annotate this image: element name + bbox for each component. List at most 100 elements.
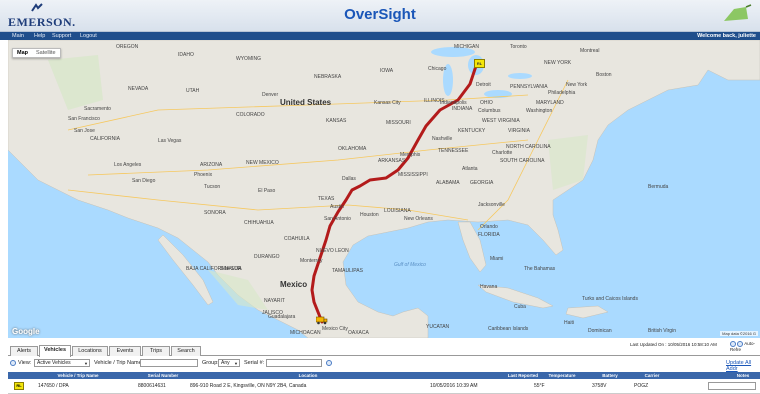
map-label-toronto: Toronto xyxy=(510,44,527,50)
tab-locations[interactable]: Locations xyxy=(72,346,108,356)
map-label-utah: UTAH xyxy=(186,88,200,94)
map-label-washington: Washington xyxy=(526,108,553,114)
map-label-coahuila: COAHUILA xyxy=(284,236,310,242)
map-label-nuevo-leon: NUEVO LEON xyxy=(316,248,349,254)
view-label: View: xyxy=(18,360,32,366)
tab-vehicles[interactable]: Vehicles xyxy=(39,345,71,357)
menu-item-main[interactable]: Main xyxy=(12,33,24,39)
column-header-notes[interactable]: Notes xyxy=(736,373,750,378)
cell-battery: 3758V xyxy=(592,383,607,389)
menu-item-support[interactable]: Support xyxy=(52,33,72,39)
map-label-idaho: IDAHO xyxy=(178,52,194,58)
map-label-san-jose: San Jose xyxy=(74,128,95,134)
map-label-austin: Austin xyxy=(330,204,344,210)
map-label-montreal: Montreal xyxy=(580,48,600,54)
group-select[interactable]: Any ▼ xyxy=(218,359,240,367)
map-label-california: CALIFORNIA xyxy=(90,136,121,142)
map-label-chihuahua: CHIHUAHUA xyxy=(244,220,274,226)
map-label-charlotte: Charlotte xyxy=(492,150,513,156)
green-region-2 xyxy=(548,135,588,190)
serial-input[interactable] xyxy=(266,359,322,367)
vehicle-marker[interactable]: RL xyxy=(474,59,485,68)
notes-input[interactable] xyxy=(708,382,756,390)
map-label-michoacan: MICHOACAN xyxy=(290,330,321,336)
column-header-serial[interactable]: Serial Number xyxy=(147,373,179,378)
map-label-indiana: INDIANA xyxy=(452,106,473,112)
column-header-last-reported[interactable]: Last Reported xyxy=(507,373,538,378)
map-data-attribution: Map data ©2016 G xyxy=(720,331,758,336)
map-label-north-carolina: NORTH CAROLINA xyxy=(506,144,551,150)
map-label-texas: TEXAS xyxy=(318,196,335,202)
map-label-dallas: Dallas xyxy=(342,176,356,182)
map-label-mississippi: MISSISSIPPI xyxy=(398,172,428,178)
map-label-yucatan: YUCATAN xyxy=(426,324,450,330)
map-label-oklahoma: OKLAHOMA xyxy=(338,146,367,152)
emerson-logo-icon xyxy=(31,3,43,12)
map-label-kansas-city: Kansas City xyxy=(374,100,401,106)
cell-last-reported: 10/05/2016 10:39 AM xyxy=(430,383,478,389)
map-label-denver: Denver xyxy=(262,92,279,98)
auto-refresh-toggle[interactable]: Auto-Refre xyxy=(730,341,760,352)
map-label-boston: Boston xyxy=(596,72,612,78)
map-label-orlando: Orlando xyxy=(480,224,498,230)
map-label-dominican: Dominican xyxy=(588,328,612,334)
map-label-alabama: ALABAMA xyxy=(436,180,460,186)
table-row[interactable]: RL 147650 / DPA 8800614631 896-910 Road … xyxy=(8,380,760,394)
green-region-3 xyxy=(208,270,268,310)
map-label-san-francisco: San Francisco xyxy=(68,116,100,122)
view-icon xyxy=(10,360,16,366)
column-header-battery[interactable]: Battery xyxy=(602,373,618,378)
road-i95 xyxy=(477,79,569,231)
map-label-virginia: VIRGINIA xyxy=(508,128,530,134)
map-label-columbus: Columbus xyxy=(478,108,501,114)
map-label-caribbean: Caribbean Islands xyxy=(488,326,529,332)
view-select[interactable]: Active Vehicles ▼ xyxy=(34,359,90,367)
map-label-miami: Miami xyxy=(490,256,504,262)
page-title: OverSight xyxy=(344,6,416,23)
map-label-louisiana: LOUISIANA xyxy=(384,208,411,214)
map-label-illinois: ILLINOIS xyxy=(424,98,445,104)
landmass-north-america xyxy=(8,40,760,338)
search-go-icon[interactable] xyxy=(326,360,332,366)
map-label-the-bahamas: The Bahamas xyxy=(524,266,556,272)
last-updated-text: Last Updated On : 10/05/2016 10:58:10 AM xyxy=(630,342,717,347)
map-label-oregon: OREGON xyxy=(116,44,139,50)
map-label-memphis: Memphis xyxy=(400,152,421,158)
lake-erie xyxy=(484,90,512,98)
map-label-detroit: Detroit xyxy=(476,82,491,88)
cell-vehicle[interactable]: 147650 / DPA xyxy=(38,383,69,389)
road-i40 xyxy=(87,139,529,176)
column-header-vehicle[interactable]: Vehicle / Trip Name xyxy=(57,373,99,378)
menu-item-logout[interactable]: Logout xyxy=(80,33,97,39)
map-label-jacksonville: Jacksonville xyxy=(478,202,505,208)
vehicle-trip-input[interactable] xyxy=(140,359,198,367)
map-canvas[interactable] xyxy=(8,40,760,338)
lake-superior xyxy=(431,47,475,57)
cargo-logo-icon xyxy=(724,4,752,21)
map-view[interactable]: Map Satellite United States Mexico OREGO… xyxy=(8,40,760,338)
map-label-missouri: MISSOURI xyxy=(386,120,411,126)
menu-item-help[interactable]: Help xyxy=(34,33,46,39)
map-type-satellite-button[interactable]: Satellite xyxy=(36,50,56,56)
tab-search[interactable]: Search xyxy=(171,346,201,356)
tab-trips[interactable]: Trips xyxy=(142,346,170,356)
map-label-havana: Havana xyxy=(480,284,498,290)
map-label-tamaulipas: TAMAULIPAS xyxy=(332,268,363,274)
map-label-sonora: SONORA xyxy=(204,210,226,216)
truck-icon[interactable] xyxy=(316,316,328,325)
tab-alerts[interactable]: Alerts xyxy=(10,346,38,356)
update-all-addresses-link[interactable]: Update All Addr xyxy=(726,360,752,372)
column-header-carrier[interactable]: Carrier xyxy=(644,373,660,378)
map-type-map-button[interactable]: Map xyxy=(17,50,28,56)
map-label-tucson: Tucson xyxy=(204,184,221,190)
map-label-jalisco: JALISCO xyxy=(262,310,283,316)
map-label-philadelphia: Philadelphia xyxy=(548,90,576,96)
column-header-temperature[interactable]: Temperature xyxy=(548,373,576,378)
column-header-location[interactable]: Location xyxy=(298,373,318,378)
baja-peninsula xyxy=(157,234,214,306)
map-label-maryland: MARYLAND xyxy=(536,100,564,106)
map-label-mexico-city: Mexico City xyxy=(322,326,348,332)
map-label-chicago: Chicago xyxy=(428,66,447,72)
tab-events[interactable]: Events xyxy=(109,346,141,356)
